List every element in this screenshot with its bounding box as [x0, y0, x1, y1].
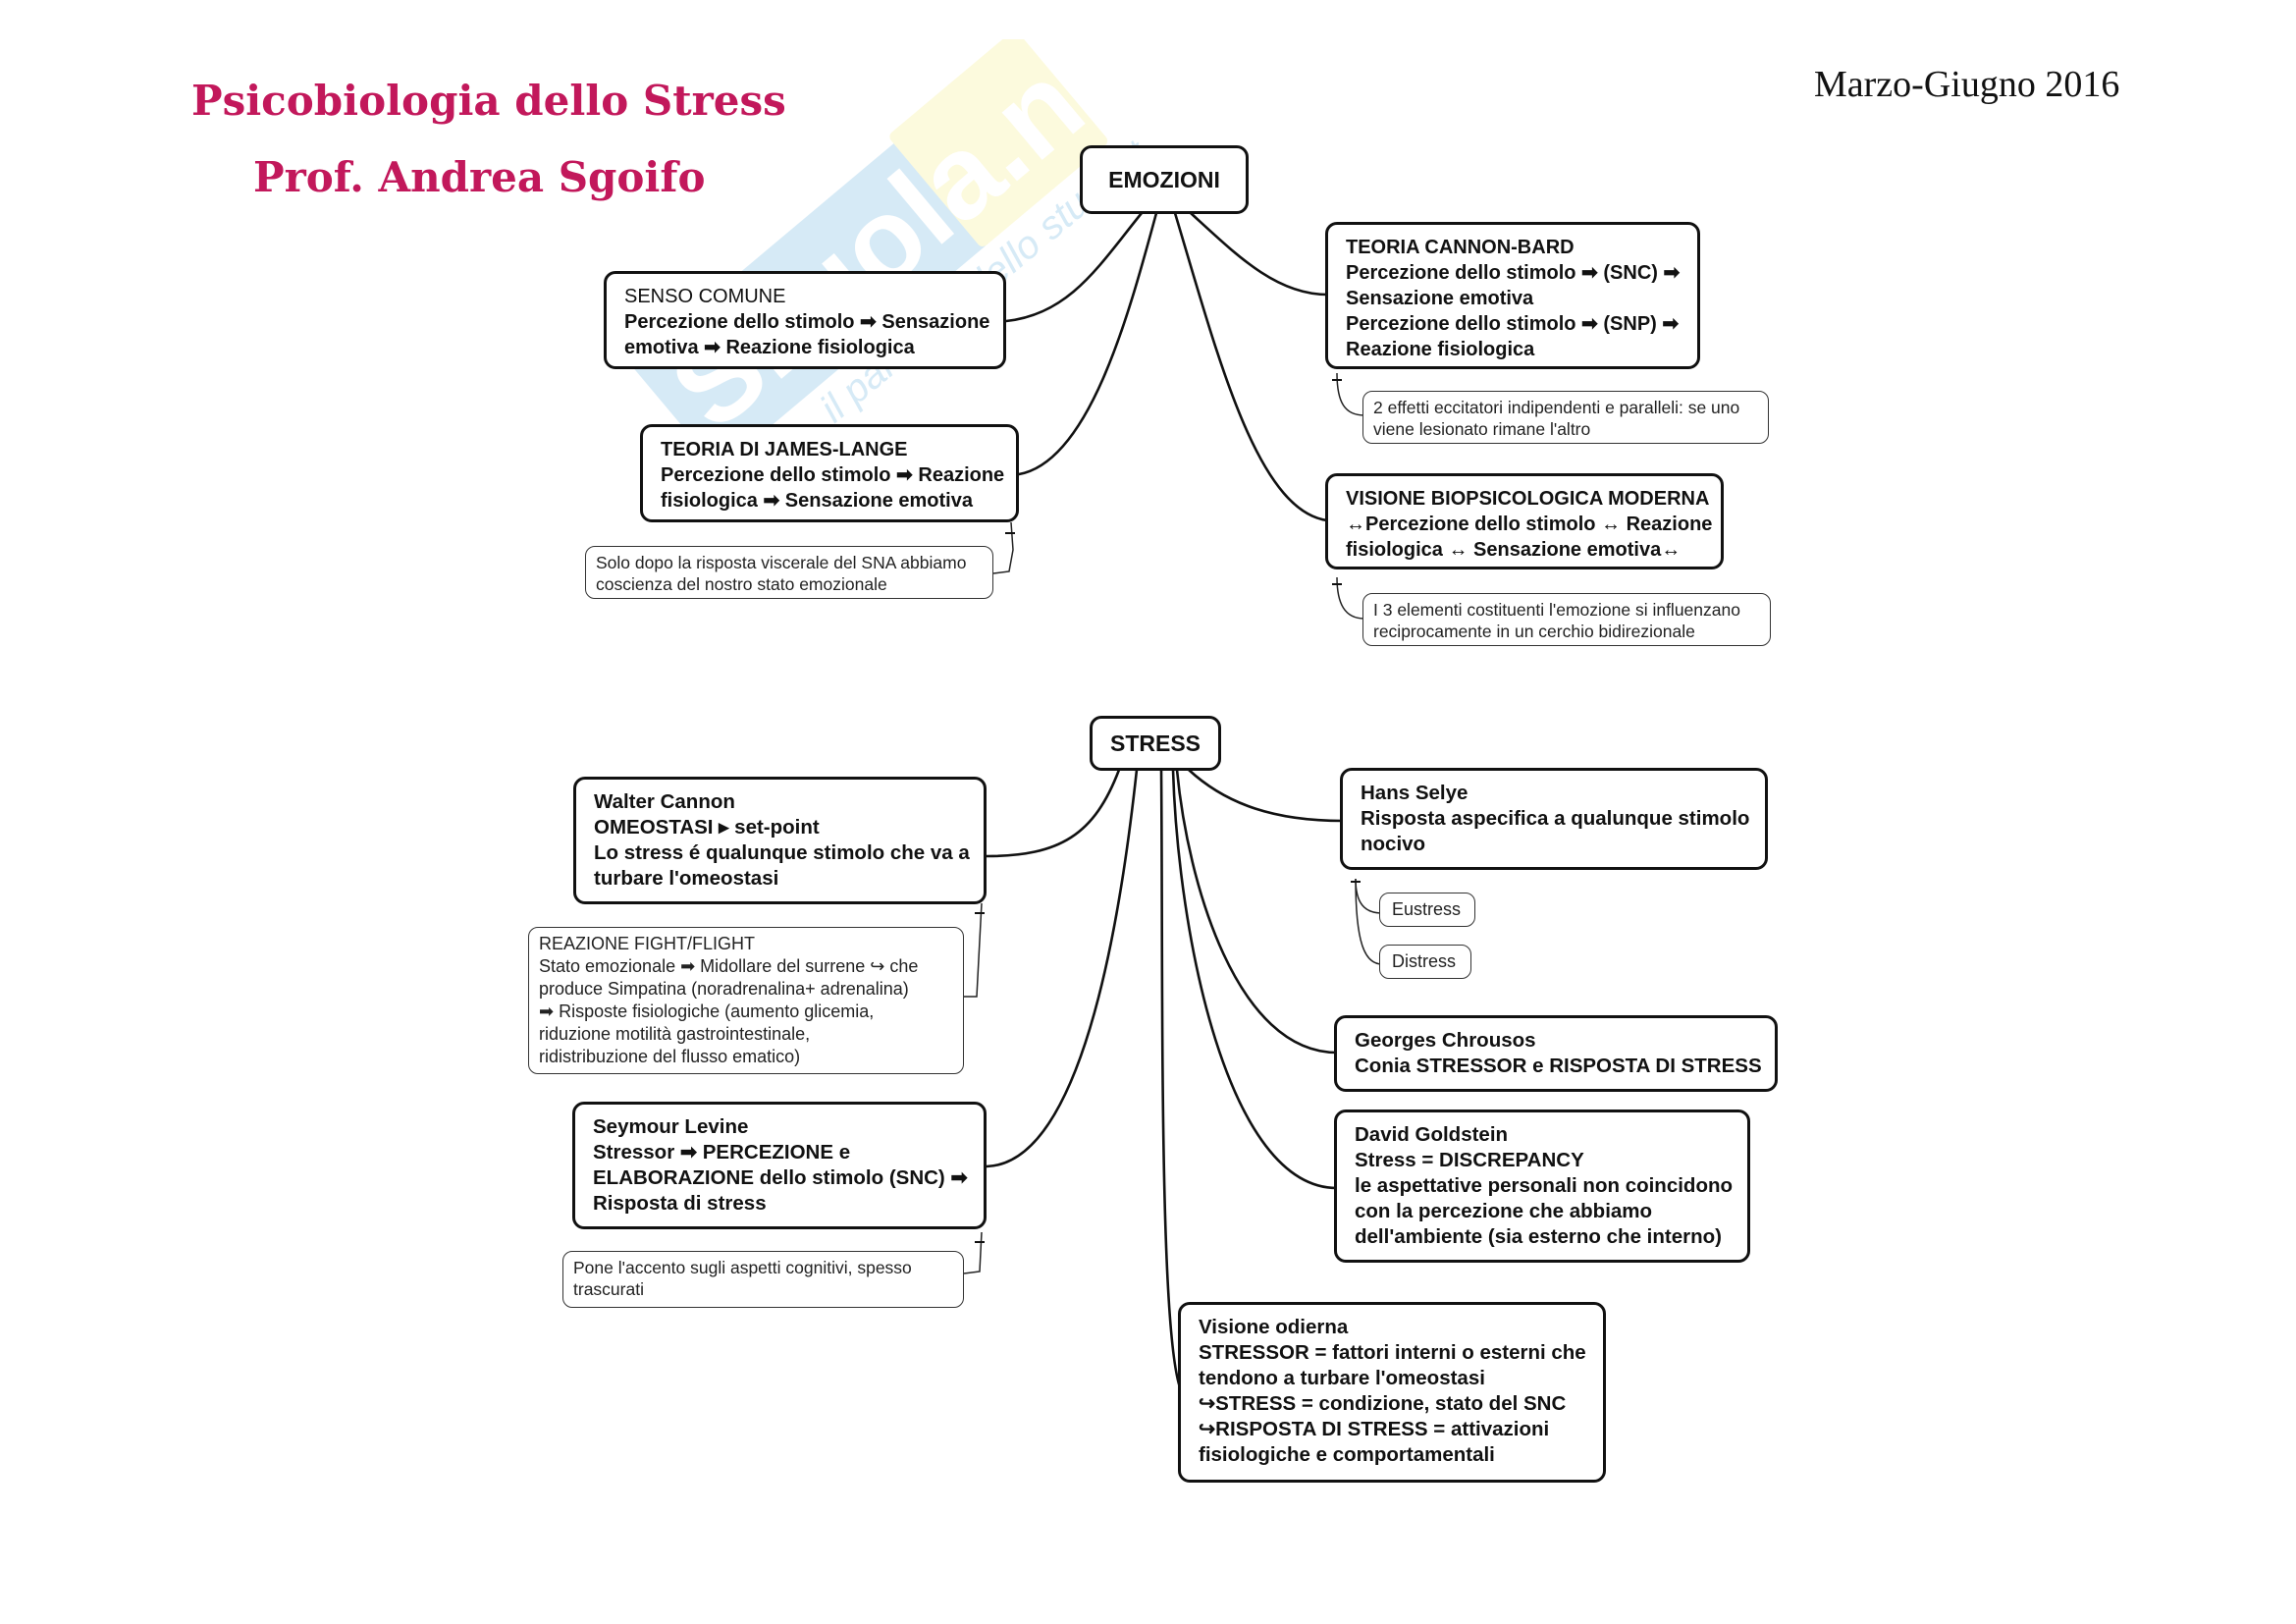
node-text: fisiologica ↔ Sensazione emotiva↔	[1346, 539, 1682, 561]
link-james-lange-note	[992, 521, 1014, 574]
node-text: ↪STRESS = condizione, stato del SNC	[1199, 1392, 1567, 1415]
note-text: viene lesionato rimane l'altro	[1373, 419, 1591, 439]
node-text: fisiologiche e comportamentali	[1199, 1443, 1495, 1466]
node-text: dell'ambiente (sia esterno che interno)	[1355, 1225, 1722, 1248]
node-text: nocivo	[1361, 833, 1426, 855]
course-period: Marzo-Giugno 2016	[1814, 64, 2120, 105]
note-heading: REAZIONE FIGHT/FLIGHT	[539, 934, 756, 953]
node-hans-selye[interactable]: Hans Selye Risposta aspecifica a qualunq…	[1340, 768, 1768, 870]
child-eustress[interactable]: Eustress	[1379, 893, 1475, 927]
node-heading: VISIONE BIOPSICOLOGICA MODERNA	[1346, 488, 1710, 510]
node-text: Conia STRESSOR e RISPOSTA DI STRESS	[1355, 1055, 1762, 1077]
child-label: Eustress	[1392, 899, 1462, 919]
node-text: con la percezione che abbiamo	[1355, 1200, 1653, 1222]
node-biopsicologica[interactable]: VISIONE BIOPSICOLOGICA MODERNA ↔Percezio…	[1325, 473, 1724, 569]
note-james-lange[interactable]: Solo dopo la risposta viscerale del SNA …	[585, 546, 993, 599]
note-text: ➡ Risposte fisiologiche (aumento glicemi…	[539, 1001, 875, 1021]
node-text: ↔Percezione dello stimolo ↔ Reazione	[1346, 514, 1713, 535]
link-stress-hans-selye	[1187, 768, 1345, 823]
node-visione-odierna[interactable]: Visione odierna STRESSOR = fattori inter…	[1178, 1302, 1606, 1483]
node-text: tendono a turbare l'omeostasi	[1199, 1367, 1485, 1389]
note-biopsicologica[interactable]: I 3 elementi costituenti l'emozione si i…	[1362, 593, 1771, 646]
node-text: fisiologica ➡ Sensazione emotiva	[661, 490, 973, 512]
node-heading: TEORIA CANNON-BARD	[1346, 237, 1575, 258]
node-text: turbare l'omeostasi	[594, 867, 779, 890]
node-heading: Seymour Levine	[593, 1115, 749, 1138]
note-text: coscienza del nostro stato emozionale	[596, 574, 887, 594]
node-heading: David Goldstein	[1355, 1123, 1509, 1146]
node-heading: Hans Selye	[1361, 782, 1468, 804]
node-walter-cannon[interactable]: Walter Cannon OMEOSTASI ▸ set-point Lo s…	[573, 777, 987, 904]
node-text: ELABORAZIONE dello stimolo (SNC) ➡	[593, 1166, 968, 1189]
link-stress-walter-cannon	[985, 768, 1121, 858]
link-emozioni-james-lange	[1017, 211, 1158, 476]
link-stress-seymour-levine	[985, 768, 1139, 1168]
note-cannon-bard[interactable]: 2 effetti eccitatori indipendenti e para…	[1362, 391, 1769, 444]
note-seymour-levine[interactable]: Pone l'accento sugli aspetti cognitivi, …	[562, 1251, 964, 1308]
node-text: Percezione dello stimolo ➡ Reazione	[661, 464, 1005, 486]
node-senso-comune[interactable]: SENSO COMUNE Percezione dello stimolo ➡ …	[604, 271, 1006, 369]
note-text: 2 effetti eccitatori indipendenti e para…	[1373, 398, 1740, 417]
node-text: Percezione dello stimolo ➡ (SNC) ➡	[1346, 262, 1681, 284]
note-text: Solo dopo la risposta viscerale del SNA …	[596, 553, 967, 572]
child-label: Distress	[1392, 951, 1457, 971]
child-distress[interactable]: Distress	[1379, 945, 1471, 979]
link-emozioni-biopsicologica	[1173, 211, 1329, 522]
note-text: reciprocamente in un cerchio bidireziona…	[1373, 622, 1695, 641]
link-selye-distress	[1355, 878, 1383, 965]
node-david-goldstein[interactable]: David Goldstein Stress = DISCREPANCY le …	[1334, 1110, 1750, 1263]
note-text: I 3 elementi costituenti l'emozione si i…	[1373, 600, 1740, 620]
node-text: OMEOSTASI ▸ set-point	[594, 816, 820, 839]
root-node-stress[interactable]: STRESS	[1090, 716, 1221, 771]
node-heading: Visione odierna	[1199, 1316, 1349, 1338]
link-stress-visione-odierna	[1159, 768, 1185, 1396]
node-georges-chrousos[interactable]: Georges Chrousos Conia STRESSOR e RISPOS…	[1334, 1015, 1778, 1092]
link-selye-eustress	[1355, 878, 1383, 914]
note-text: produce Simpatina (noradrenalina+ adrena…	[539, 979, 909, 999]
professor-name: Prof. Andrea Sgoifo	[253, 153, 706, 201]
node-cannon-bard[interactable]: TEORIA CANNON-BARD Percezione dello stim…	[1325, 222, 1700, 369]
note-text: riduzione motilità gastrointestinale,	[539, 1024, 811, 1044]
node-james-lange[interactable]: TEORIA DI JAMES-LANGE Percezione dello s…	[640, 424, 1019, 522]
node-text: Risposta aspecifica a qualunque stimolo	[1361, 807, 1750, 830]
node-heading: Walter Cannon	[594, 790, 735, 813]
course-title: Psicobiologia dello Stress	[191, 77, 786, 125]
note-text: Pone l'accento sugli aspetti cognitivi, …	[573, 1258, 912, 1277]
node-seymour-levine[interactable]: Seymour Levine Stressor ➡ PERCEZIONE e E…	[572, 1102, 987, 1229]
link-stress-chrousos	[1175, 768, 1339, 1055]
note-text: ridistribuzione del flusso ematico)	[539, 1047, 801, 1066]
note-text: trascurati	[573, 1279, 644, 1299]
link-emozioni-cannon-bard	[1189, 211, 1329, 297]
node-text: Percezione dello stimolo ➡ (SNP) ➡	[1346, 313, 1680, 335]
node-text: Reazione fisiologica	[1346, 339, 1535, 360]
node-text: Stressor ➡ PERCEZIONE e	[593, 1141, 851, 1164]
node-heading: SENSO COMUNE	[624, 286, 786, 307]
link-levine-note	[963, 1231, 983, 1274]
node-text: Sensazione emotiva	[1346, 288, 1534, 309]
note-fight-flight[interactable]: REAZIONE FIGHT/FLIGHT Stato emozionale ➡…	[528, 927, 964, 1074]
node-text: le aspettative personali non coincidono	[1355, 1174, 1734, 1197]
node-text: STRESSOR = fattori interni o esterni che	[1199, 1341, 1586, 1364]
node-heading: TEORIA DI JAMES-LANGE	[661, 439, 908, 460]
node-text: Risposta di stress	[593, 1192, 767, 1215]
link-stress-goldstein	[1171, 768, 1339, 1190]
node-text: emotiva ➡ Reazione fisiologica	[624, 337, 915, 358]
link-walter-cannon-note	[964, 902, 983, 998]
note-text: Stato emozionale ➡ Midollare del surrene…	[539, 956, 919, 976]
node-text: Lo stress é qualunque stimolo che va a	[594, 841, 970, 864]
node-text: Stress = DISCREPANCY	[1355, 1149, 1584, 1171]
root-node-emozioni[interactable]: EMOZIONI	[1080, 145, 1249, 214]
node-heading: Georges Chrousos	[1355, 1029, 1536, 1052]
node-text: ↪RISPOSTA DI STRESS = attivazioni	[1199, 1418, 1550, 1440]
node-text: Percezione dello stimolo ➡ Sensazione	[624, 311, 990, 333]
link-emozioni-senso-comune	[1004, 211, 1144, 323]
